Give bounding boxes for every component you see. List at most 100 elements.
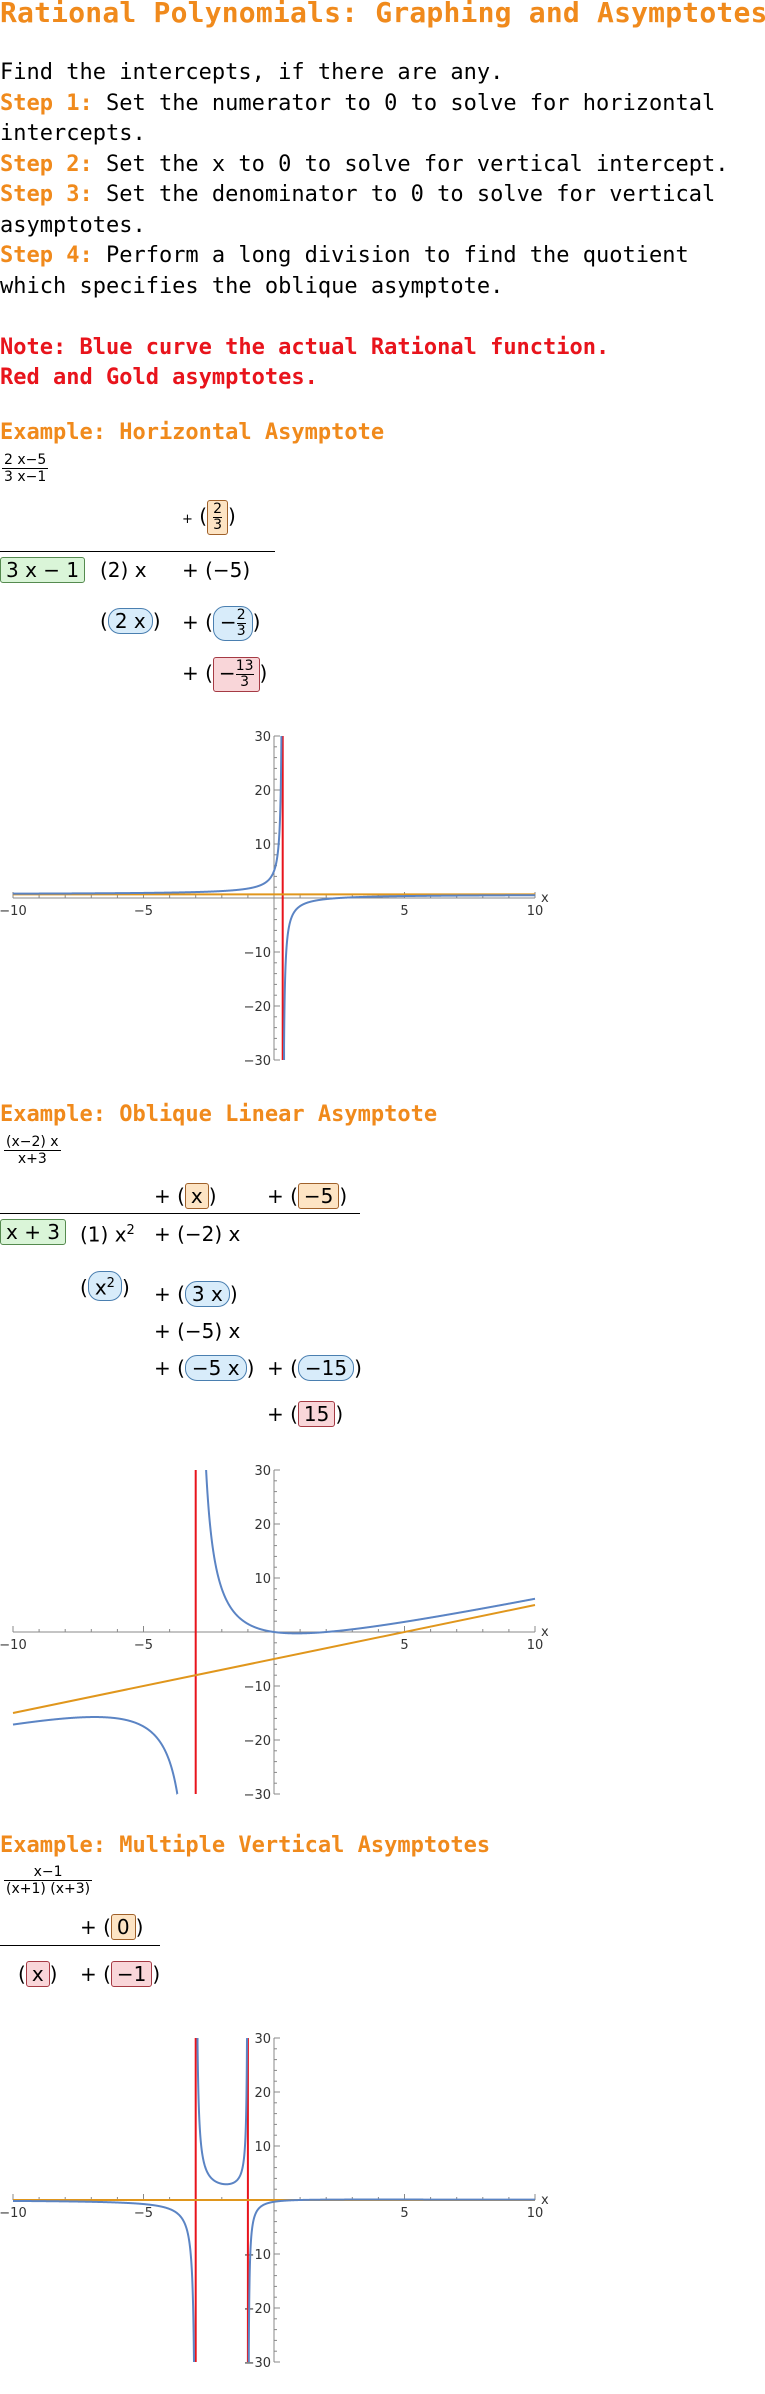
step-1: Step 1: Set the numerator to 0 to solve … bbox=[0, 89, 765, 150]
frac-num: 2 bbox=[236, 607, 246, 624]
dividend-term: + (−5) bbox=[182, 558, 251, 582]
dividend-term: (2) x bbox=[100, 558, 147, 582]
y-tick-label: 20 bbox=[254, 2086, 271, 2101]
x-tick-label: 10 bbox=[527, 904, 544, 919]
plus: + ( bbox=[80, 1915, 111, 1939]
step-row: (x2) bbox=[80, 1271, 130, 1301]
plus: + bbox=[182, 512, 193, 527]
step-2: Step 2: Set the x to 0 to solve for vert… bbox=[0, 150, 765, 181]
plus: + ( bbox=[154, 1282, 185, 1306]
y-tick-label: 10 bbox=[254, 838, 271, 853]
paren: ( bbox=[80, 1275, 88, 1300]
plus: + ( bbox=[154, 1356, 185, 1380]
y-tick-label: −30 bbox=[244, 1788, 271, 1802]
frac-num: 2 bbox=[213, 501, 222, 518]
step-4: Step 4: Perform a long division to find … bbox=[0, 241, 765, 302]
step-row: (2 x) bbox=[100, 608, 161, 634]
paren: ) bbox=[49, 1962, 58, 1986]
note-line: Red and Gold asymptotes. bbox=[0, 365, 318, 390]
frac-den: 3 bbox=[240, 674, 250, 690]
term-box: 3 x bbox=[184, 1281, 230, 1307]
quotient: + (0) bbox=[80, 1914, 143, 1940]
x-tick-label: −10 bbox=[0, 904, 27, 919]
paren: ) bbox=[339, 1184, 348, 1208]
step-label: Step 4: bbox=[0, 243, 93, 268]
divisor-box: 3 x − 1 bbox=[0, 557, 86, 583]
paren: ( bbox=[18, 1962, 26, 1986]
note: Note: Blue curve the actual Rational fun… bbox=[0, 333, 609, 393]
function-curve bbox=[12, 735, 535, 1060]
numerator: x−1 bbox=[4, 1864, 93, 1881]
denominator: 3 x−1 bbox=[4, 469, 47, 485]
plus: + ( bbox=[154, 1184, 185, 1208]
denominator: x+3 bbox=[17, 1151, 47, 1167]
exponent: 2 bbox=[126, 1223, 135, 1238]
plus: + ( bbox=[182, 661, 213, 685]
minus: − bbox=[219, 610, 237, 634]
y-tick-label: −20 bbox=[244, 1734, 271, 1749]
paren: ) bbox=[121, 1275, 130, 1300]
paren: ) bbox=[335, 1402, 344, 1426]
step-text: Set the numerator to 0 to solve for hori… bbox=[0, 90, 716, 147]
remainder-box: x bbox=[25, 1961, 50, 1987]
x-tick-label: −5 bbox=[134, 1638, 153, 1653]
division-bar bbox=[0, 1213, 360, 1214]
quotient-box: x bbox=[184, 1183, 209, 1209]
term-box: x2 bbox=[87, 1271, 122, 1301]
remainder: (x) bbox=[18, 1961, 57, 1987]
paren: ) bbox=[135, 1915, 144, 1939]
paren: ) bbox=[259, 661, 268, 685]
step-3: Step 3: Set the denominator to 0 to solv… bbox=[0, 180, 765, 241]
x-tick-label: −5 bbox=[134, 904, 153, 919]
y-tick-label: 10 bbox=[254, 1572, 271, 1587]
step-label: Step 1: bbox=[0, 90, 93, 116]
page-title: Rational Polynomials: Graphing and Asymp… bbox=[0, 0, 765, 29]
divisor: x + 3 bbox=[0, 1219, 67, 1245]
step-label: Step 3: bbox=[0, 182, 93, 207]
x-tick-label: 5 bbox=[400, 904, 408, 919]
term-box: 2 x bbox=[107, 608, 153, 634]
x-tick-label: 10 bbox=[527, 1638, 544, 1653]
frac-num: 13 bbox=[235, 658, 254, 675]
y-tick-label: 30 bbox=[254, 2032, 271, 2047]
quotient: + (x) bbox=[154, 1183, 217, 1209]
y-tick-label: 10 bbox=[254, 2140, 271, 2155]
x-tick-label: −10 bbox=[0, 2206, 27, 2221]
term-box: −15 bbox=[297, 1355, 355, 1381]
x-tick-label: 5 bbox=[400, 2206, 408, 2221]
divisor-box: x + 3 bbox=[0, 1219, 67, 1245]
intro-line: Find the intercepts, if there are any. bbox=[0, 60, 504, 85]
minus: − bbox=[218, 661, 236, 685]
division-bar bbox=[0, 551, 275, 552]
quotient-box: 0 bbox=[110, 1914, 136, 1940]
step-label: Step 2: bbox=[0, 151, 93, 177]
y-tick-label: 20 bbox=[254, 784, 271, 799]
paren: ) bbox=[152, 609, 161, 633]
intro-text: Find the intercepts, if there are any. S… bbox=[0, 58, 765, 302]
remainder: + (15) bbox=[267, 1401, 343, 1427]
quotient: + (−5) bbox=[267, 1183, 347, 1209]
plus: + ( bbox=[80, 1962, 111, 1986]
step-row: + (−5 x) bbox=[154, 1355, 255, 1381]
paren: ) bbox=[152, 1962, 161, 1986]
paren: ) bbox=[208, 1184, 217, 1208]
denominator: (x+1) (x+3) bbox=[6, 1881, 91, 1897]
step-row: + (−15) bbox=[267, 1355, 362, 1381]
frac-den: 3 bbox=[213, 517, 222, 533]
y-tick-label: −10 bbox=[244, 946, 271, 961]
function-fraction: 2 x−5 3 x−1 bbox=[2, 452, 49, 485]
x-tick-label: −5 bbox=[134, 2206, 153, 2221]
x-tick-label: 5 bbox=[400, 1638, 408, 1653]
x-tick-label: 10 bbox=[527, 2206, 544, 2221]
term: x bbox=[94, 1275, 107, 1300]
paren: ( bbox=[100, 609, 108, 633]
x-axis-label: x bbox=[541, 2193, 549, 2208]
paren: ) bbox=[228, 504, 236, 528]
exponent: 2 bbox=[106, 1276, 115, 1291]
